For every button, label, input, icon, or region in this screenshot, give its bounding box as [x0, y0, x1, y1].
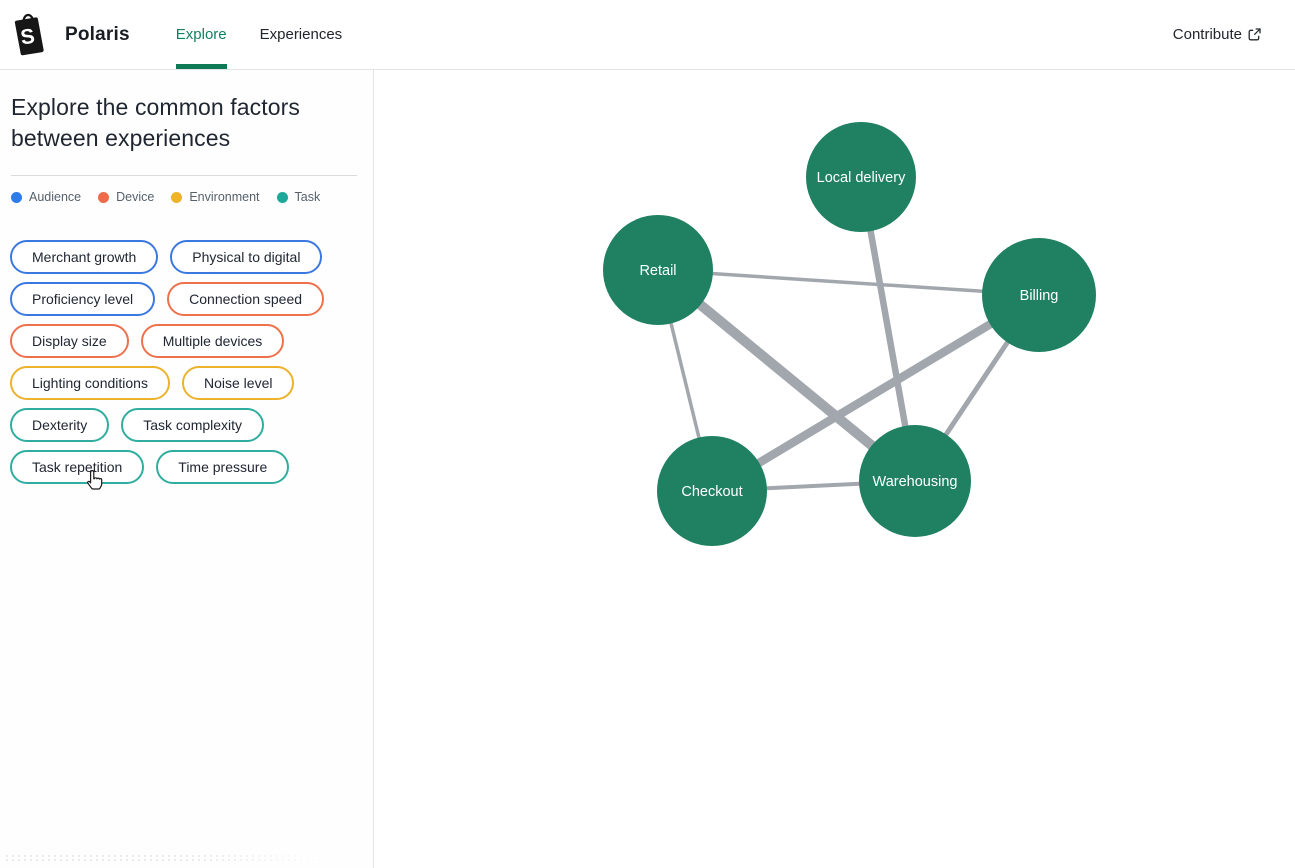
primary-tabs: Explore Experiences [176, 0, 342, 69]
legend-label: Audience [29, 190, 82, 204]
node-retail[interactable]: Retail [603, 215, 713, 325]
legend-label: Task [294, 190, 321, 204]
factor-pill-dexterity[interactable]: Dexterity [10, 408, 110, 442]
shopify-logo-icon: S [14, 13, 44, 56]
legend-label: Device [116, 190, 155, 204]
factor-pill-noise-level[interactable]: Noise level [181, 366, 295, 400]
node-warehousing[interactable]: Warehousing [859, 425, 971, 537]
audience-dot-icon [11, 191, 22, 203]
factor-pill-connection-speed[interactable]: Connection speed [167, 282, 325, 316]
billing-label: Billing [1020, 288, 1059, 304]
warehousing-circle[interactable] [859, 425, 971, 537]
edge-billing-checkout [709, 291, 1042, 495]
factor-pill-merchant-growth[interactable]: Merchant growth [10, 240, 159, 274]
tab-explore[interactable]: Explore [176, 0, 227, 69]
factor-pill-multiple-devices[interactable]: Multiple devices [140, 324, 285, 358]
contribute-link[interactable]: Contribute [1173, 26, 1261, 43]
factor-pill-task-repetition[interactable]: Task repetition [10, 450, 145, 484]
device-dot-icon [98, 191, 110, 203]
legend-label: Environment [189, 190, 260, 204]
retail-label: Retail [639, 263, 676, 279]
external-link-icon [1248, 28, 1261, 41]
node-local-delivery[interactable]: Local delivery [806, 122, 916, 232]
dotted-texture [4, 854, 334, 863]
sidebar: Explore the common factors between exper… [0, 70, 374, 868]
legend-item-environment: Environment [171, 190, 260, 204]
local-delivery-circle[interactable] [806, 122, 916, 232]
billing-circle[interactable] [982, 238, 1096, 352]
category-legend: Audience Device Environment Task [11, 190, 373, 204]
divider [11, 175, 357, 176]
task-dot-icon [276, 191, 288, 203]
warehousing-label: Warehousing [873, 474, 958, 490]
legend-item-device: Device [98, 190, 154, 204]
tab-experiences[interactable]: Experiences [259, 26, 343, 43]
legend-item-task: Task [276, 190, 321, 204]
factor-pill-proficiency-level[interactable]: Proficiency level [10, 282, 156, 316]
factor-pill-lighting-conditions[interactable]: Lighting conditions [10, 366, 170, 400]
environment-dot-icon [171, 191, 183, 203]
edge-retail-billing [657, 268, 1040, 297]
svg-text:S: S [19, 25, 36, 50]
retail-circle[interactable] [603, 215, 713, 325]
factor-pill-display-size[interactable]: Display size [10, 324, 129, 358]
top-nav-bar: S Polaris Explore Experiences Contribute [0, 0, 1295, 70]
local-delivery-label: Local delivery [817, 170, 906, 186]
page-title: Explore the common factors between exper… [11, 94, 300, 151]
node-billing[interactable]: Billing [982, 238, 1096, 352]
checkout-circle[interactable] [657, 436, 767, 546]
brand-title: Polaris [65, 23, 130, 45]
node-checkout[interactable]: Checkout [657, 436, 767, 546]
checkout-label: Checkout [681, 484, 742, 500]
factor-pill-task-complexity[interactable]: Task complexity [121, 408, 265, 442]
brand: S Polaris [10, 13, 130, 56]
factor-pill-physical-to-digital[interactable]: Physical to digital [170, 240, 323, 274]
factor-pill-time-pressure[interactable]: Time pressure [156, 450, 290, 484]
contribute-label: Contribute [1172, 26, 1242, 43]
legend-item-audience: Audience [11, 190, 81, 204]
